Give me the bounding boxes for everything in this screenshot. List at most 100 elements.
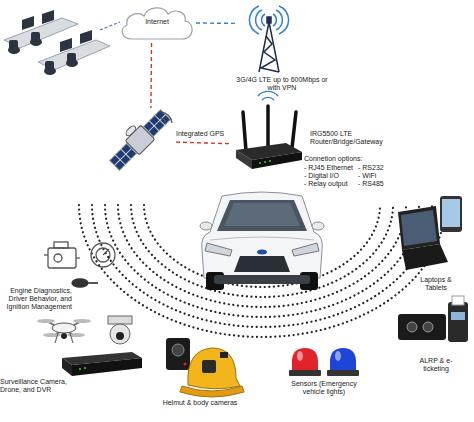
surveillance-node: Surveillance Camera, Drone, and DVR xyxy=(0,378,84,402)
car-part xyxy=(202,192,323,278)
car-part xyxy=(292,243,319,256)
lte-router-part xyxy=(269,160,271,162)
car-part xyxy=(217,200,307,231)
gps-satellite-part xyxy=(124,124,137,137)
node-label: Sensors (Emergency vehicle lights) xyxy=(282,380,366,396)
laptop-tablet-part xyxy=(442,199,460,227)
surveillance-devices-part xyxy=(110,324,130,344)
helmet-bodycam-part xyxy=(184,363,187,366)
surveillance-devices-part xyxy=(73,319,91,323)
lte-router-part xyxy=(262,97,274,100)
node-label: 3G/4G LTE up to 600Mbps or with VPN xyxy=(236,76,328,92)
surveillance-devices-part xyxy=(62,358,72,376)
cell-tower-part xyxy=(249,6,259,34)
surveillance-devices xyxy=(37,316,142,376)
car-part xyxy=(210,237,314,240)
lte-router-part xyxy=(258,91,278,96)
helmet-bodycam-part xyxy=(172,344,184,356)
engine-icons-part xyxy=(96,248,110,262)
emergency-lights-part xyxy=(292,348,318,372)
office-workstations-part xyxy=(80,30,92,44)
alpr-device-part xyxy=(451,312,465,320)
cell-tower-part xyxy=(276,10,282,30)
gps-satellite-part xyxy=(147,131,149,133)
alpr-node: ALRP & e-ticketing xyxy=(410,357,462,381)
gps-satellite xyxy=(103,103,172,172)
cell-tower-part xyxy=(262,14,265,26)
laptop-tablet-part xyxy=(401,210,437,246)
car-part xyxy=(224,203,300,226)
car xyxy=(200,192,324,290)
gps-satellite-part xyxy=(125,125,155,155)
gps-satellite-part xyxy=(115,148,132,165)
alpr-device-part xyxy=(452,296,464,305)
office-workstations-part xyxy=(31,32,40,41)
gps-satellite-part xyxy=(160,118,166,124)
node-detail: - RS485 xyxy=(358,180,384,188)
node-label: Laptops & Tablets xyxy=(410,276,462,292)
helmet-bodycam-part xyxy=(188,348,240,389)
node-detail: - Digital I/O xyxy=(304,172,339,180)
cell-tower xyxy=(249,6,288,72)
office-workstations-part xyxy=(38,40,110,70)
car-part xyxy=(234,256,290,272)
sensor-node: Sensors (Emergency vehicle lights) xyxy=(282,380,366,404)
node-detail: - WiFi xyxy=(358,172,376,180)
surveillance-devices-part xyxy=(70,333,73,343)
helmet-bodycam-part xyxy=(166,338,190,370)
internet-cloud: Internet xyxy=(118,3,196,43)
helmet-bodycam-part xyxy=(202,360,216,373)
lte-router-part xyxy=(264,161,266,163)
node-label: Helmut & body cameras xyxy=(150,399,250,407)
surveillance-devices-part xyxy=(55,333,58,343)
engine-icons-part xyxy=(88,282,98,284)
gps-satellite-part xyxy=(161,112,172,123)
office-workstations xyxy=(4,10,110,75)
router-node: IRG5500 LTE Router/Bridge/GatewayConneti… xyxy=(230,100,395,195)
car-part xyxy=(257,250,267,255)
office-workstations-part xyxy=(9,40,18,49)
office-link-line xyxy=(100,22,120,30)
lte-router-part xyxy=(259,162,261,164)
office-workstations-part xyxy=(45,61,54,70)
emergency-lights-part xyxy=(297,351,303,361)
helmet-bodycam-part xyxy=(220,352,228,358)
emergency-lights-part xyxy=(330,348,356,372)
engine-icons-part xyxy=(48,248,76,268)
node-label: Integrated GPS xyxy=(176,130,224,138)
alpr-device-part xyxy=(423,322,433,332)
engine-icons-part xyxy=(44,254,48,255)
node-detail: - Relay output xyxy=(304,180,348,188)
emergency-lights-part xyxy=(289,370,321,376)
office-link-line-part xyxy=(100,22,120,30)
gps-satellite-node: Integrated GPS xyxy=(110,108,176,170)
engine-icons-part xyxy=(54,242,68,248)
surveillance-devices-part xyxy=(52,323,76,333)
car-part xyxy=(200,222,212,230)
alpr-device-part xyxy=(407,322,417,332)
cell-tower-part xyxy=(261,36,279,72)
lte-router-part xyxy=(236,150,252,169)
engine-icons-part xyxy=(103,249,109,255)
laptop-tablet-part xyxy=(440,196,462,232)
lte-router-part xyxy=(292,112,296,148)
laptop-node: Laptops & Tablets xyxy=(410,276,462,300)
office-workstations-part xyxy=(22,16,34,30)
gps-satellite-part xyxy=(103,103,172,172)
node-label: IRG5500 LTE Router/Bridge/Gateway xyxy=(310,130,392,146)
surveillance-devices-part xyxy=(108,316,132,324)
node-label: ALRP & e-ticketing xyxy=(410,357,462,373)
cell-tower-part xyxy=(279,6,289,34)
engine-icons xyxy=(44,242,115,287)
engine-icons-part xyxy=(91,243,115,267)
office-workstations-part xyxy=(60,38,72,52)
laptop-tablet xyxy=(398,196,462,270)
engine-node: Engine Diagnostics, Driver Behavior, and… xyxy=(0,287,72,321)
laptop-tablet-part xyxy=(398,206,440,250)
emergency-lights-part xyxy=(335,351,341,361)
surveillance-devices-part xyxy=(37,319,55,323)
dashed-link xyxy=(176,142,230,144)
node-detail: Connetion options: xyxy=(304,155,362,163)
